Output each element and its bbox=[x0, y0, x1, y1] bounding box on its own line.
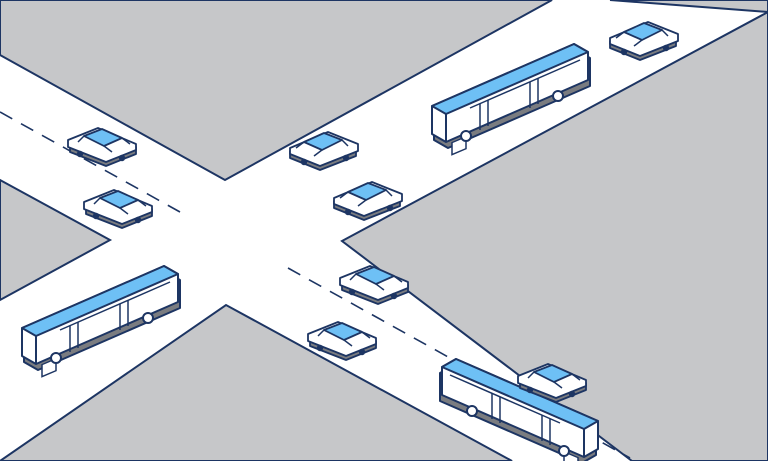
city-block-bottom bbox=[0, 303, 513, 461]
lane-marking-left bbox=[0, 111, 181, 213]
city-block-left bbox=[0, 178, 113, 302]
city-block-top-left bbox=[0, 0, 553, 182]
car-left-lower bbox=[83, 189, 153, 229]
city-block-top-right bbox=[609, 0, 768, 14]
car-top-right bbox=[609, 21, 679, 61]
car-left-upper bbox=[67, 127, 137, 167]
